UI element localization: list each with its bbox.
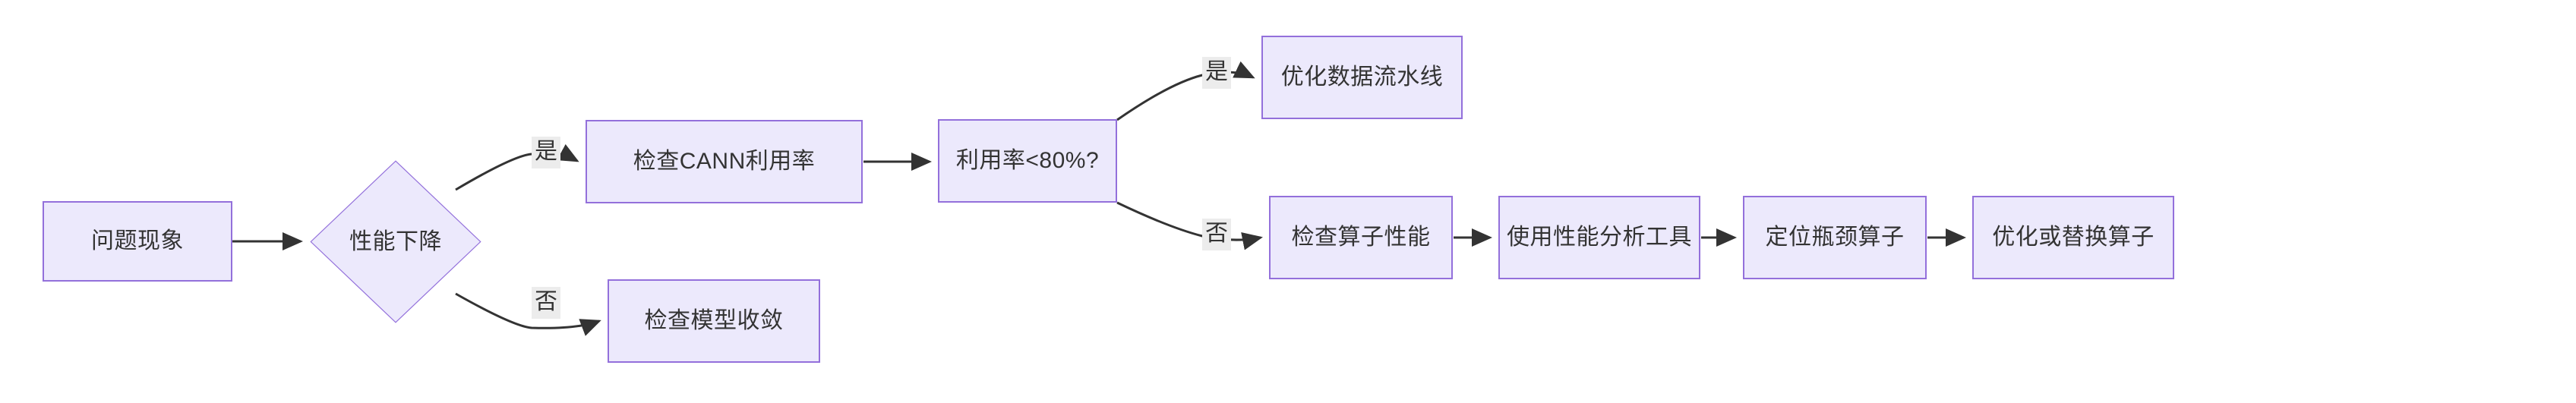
- node-label: 性能下降: [349, 228, 442, 254]
- node-check-model-convergence[interactable]: 检查模型收敛: [608, 279, 820, 363]
- node-optimize-data-pipeline[interactable]: 优化数据流水线: [1261, 36, 1463, 119]
- edge-label-perf-yes: 是: [532, 137, 560, 168]
- node-check-operator-performance[interactable]: 检查算子性能: [1269, 196, 1453, 279]
- diamond-shape: [309, 159, 482, 324]
- node-problem-symptom[interactable]: 问题现象: [43, 201, 232, 282]
- node-label: 优化数据流水线: [1280, 65, 1444, 90]
- edge-label-perf-no: 否: [532, 287, 560, 319]
- node-optimize-or-replace-operator[interactable]: 优化或替换算子: [1972, 196, 2174, 279]
- node-label: 利用率<80%?: [955, 148, 1100, 173]
- node-label: 检查算子性能: [1291, 225, 1431, 250]
- node-label: 使用性能分析工具: [1507, 225, 1692, 250]
- node-label: 问题现象: [91, 228, 184, 253]
- node-performance-degradation[interactable]: 性能下降: [309, 159, 482, 324]
- node-label: 优化或替换算子: [1992, 225, 2155, 250]
- node-use-profiling-tool[interactable]: 使用性能分析工具: [1498, 196, 1700, 279]
- edge-util-no-to-operator: [1116, 201, 1263, 250]
- node-label: 定位瓶颈算子: [1765, 225, 1905, 250]
- node-label: 检查模型收敛: [644, 308, 784, 333]
- edge-label-util-yes: 是: [1202, 57, 1231, 89]
- edge-perf-yes-to-cann: [455, 143, 579, 191]
- node-utilization-below-80[interactable]: 利用率<80%?: [938, 119, 1117, 203]
- edge-util-yes-to-pipeline: [1116, 61, 1255, 121]
- edge-label-util-no: 否: [1202, 219, 1231, 250]
- edge-perf-no-to-converge: [455, 292, 601, 336]
- node-label: 检查CANN利用率: [633, 149, 816, 174]
- node-locate-bottleneck-operator[interactable]: 定位瓶颈算子: [1743, 196, 1927, 279]
- node-check-cann-utilization[interactable]: 检查CANN利用率: [586, 120, 863, 203]
